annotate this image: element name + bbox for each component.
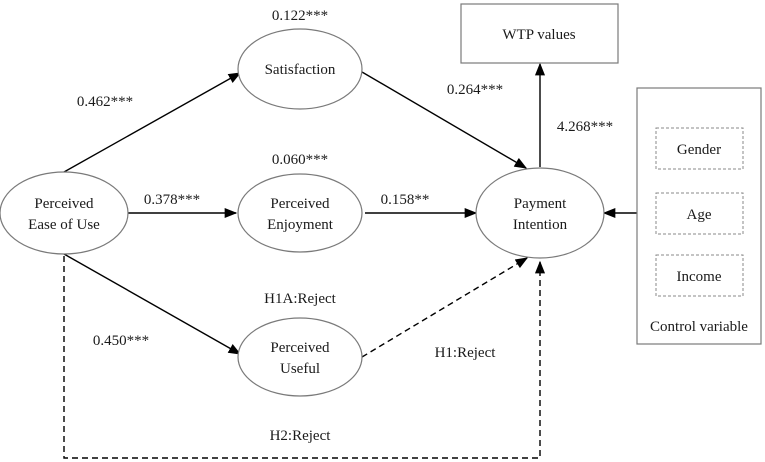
coef-enjoyment-r2: 0.060*** <box>272 152 328 168</box>
node-satisfaction <box>237 28 363 110</box>
control-item-gender-box <box>655 127 744 170</box>
edge-peou-intention-dashed <box>63 256 546 459</box>
node-peou <box>0 171 129 255</box>
node-useful-label-2: Useful <box>280 361 320 377</box>
coef-enjoyment-intention: 0.158** <box>381 192 430 208</box>
coef-satisfaction-r2: 0.122*** <box>272 8 328 24</box>
edge-peou-satisfaction <box>63 72 242 173</box>
node-useful-label-1: Perceived <box>270 340 330 356</box>
node-useful <box>237 317 363 397</box>
node-intention-label-2: Intention <box>513 217 568 233</box>
coef-intention-wtp: 4.268*** <box>557 119 613 135</box>
node-peou-label-1: Perceived <box>34 196 94 212</box>
coef-satisfaction-intention: 0.264*** <box>447 82 503 98</box>
node-wtp <box>460 3 619 64</box>
control-item-income: Income <box>677 269 722 285</box>
node-enjoyment-label-2: Enjoyment <box>267 217 334 233</box>
node-enjoyment <box>237 173 363 253</box>
node-peou-label-2: Ease of Use <box>28 217 100 233</box>
node-intention-label-1: Payment <box>514 196 567 212</box>
control-item-age: Age <box>687 207 712 223</box>
control-item-gender: Gender <box>677 142 721 158</box>
coef-peou-enjoyment: 0.378*** <box>144 192 200 208</box>
control-item-income-box <box>655 254 744 297</box>
coef-peou-useful: 0.450*** <box>93 333 149 349</box>
node-wtp-label: WTP values <box>502 27 575 43</box>
hypothesis-h1a: H1A:Reject <box>264 291 336 307</box>
hypothesis-h1: H1:Reject <box>435 345 497 361</box>
coef-peou-satisfaction: 0.462*** <box>77 94 133 110</box>
node-enjoyment-label-1: Perceived <box>270 196 330 212</box>
node-satisfaction-label: Satisfaction <box>265 62 336 78</box>
hypothesis-h2: H2:Reject <box>270 428 332 444</box>
edge-satisfaction-intention <box>361 71 528 169</box>
edge-useful-intention <box>361 257 529 358</box>
node-intention <box>475 167 605 259</box>
control-variable-title: Control variable <box>650 319 748 335</box>
control-item-age-box <box>655 192 744 235</box>
edge-peou-useful <box>63 253 242 355</box>
